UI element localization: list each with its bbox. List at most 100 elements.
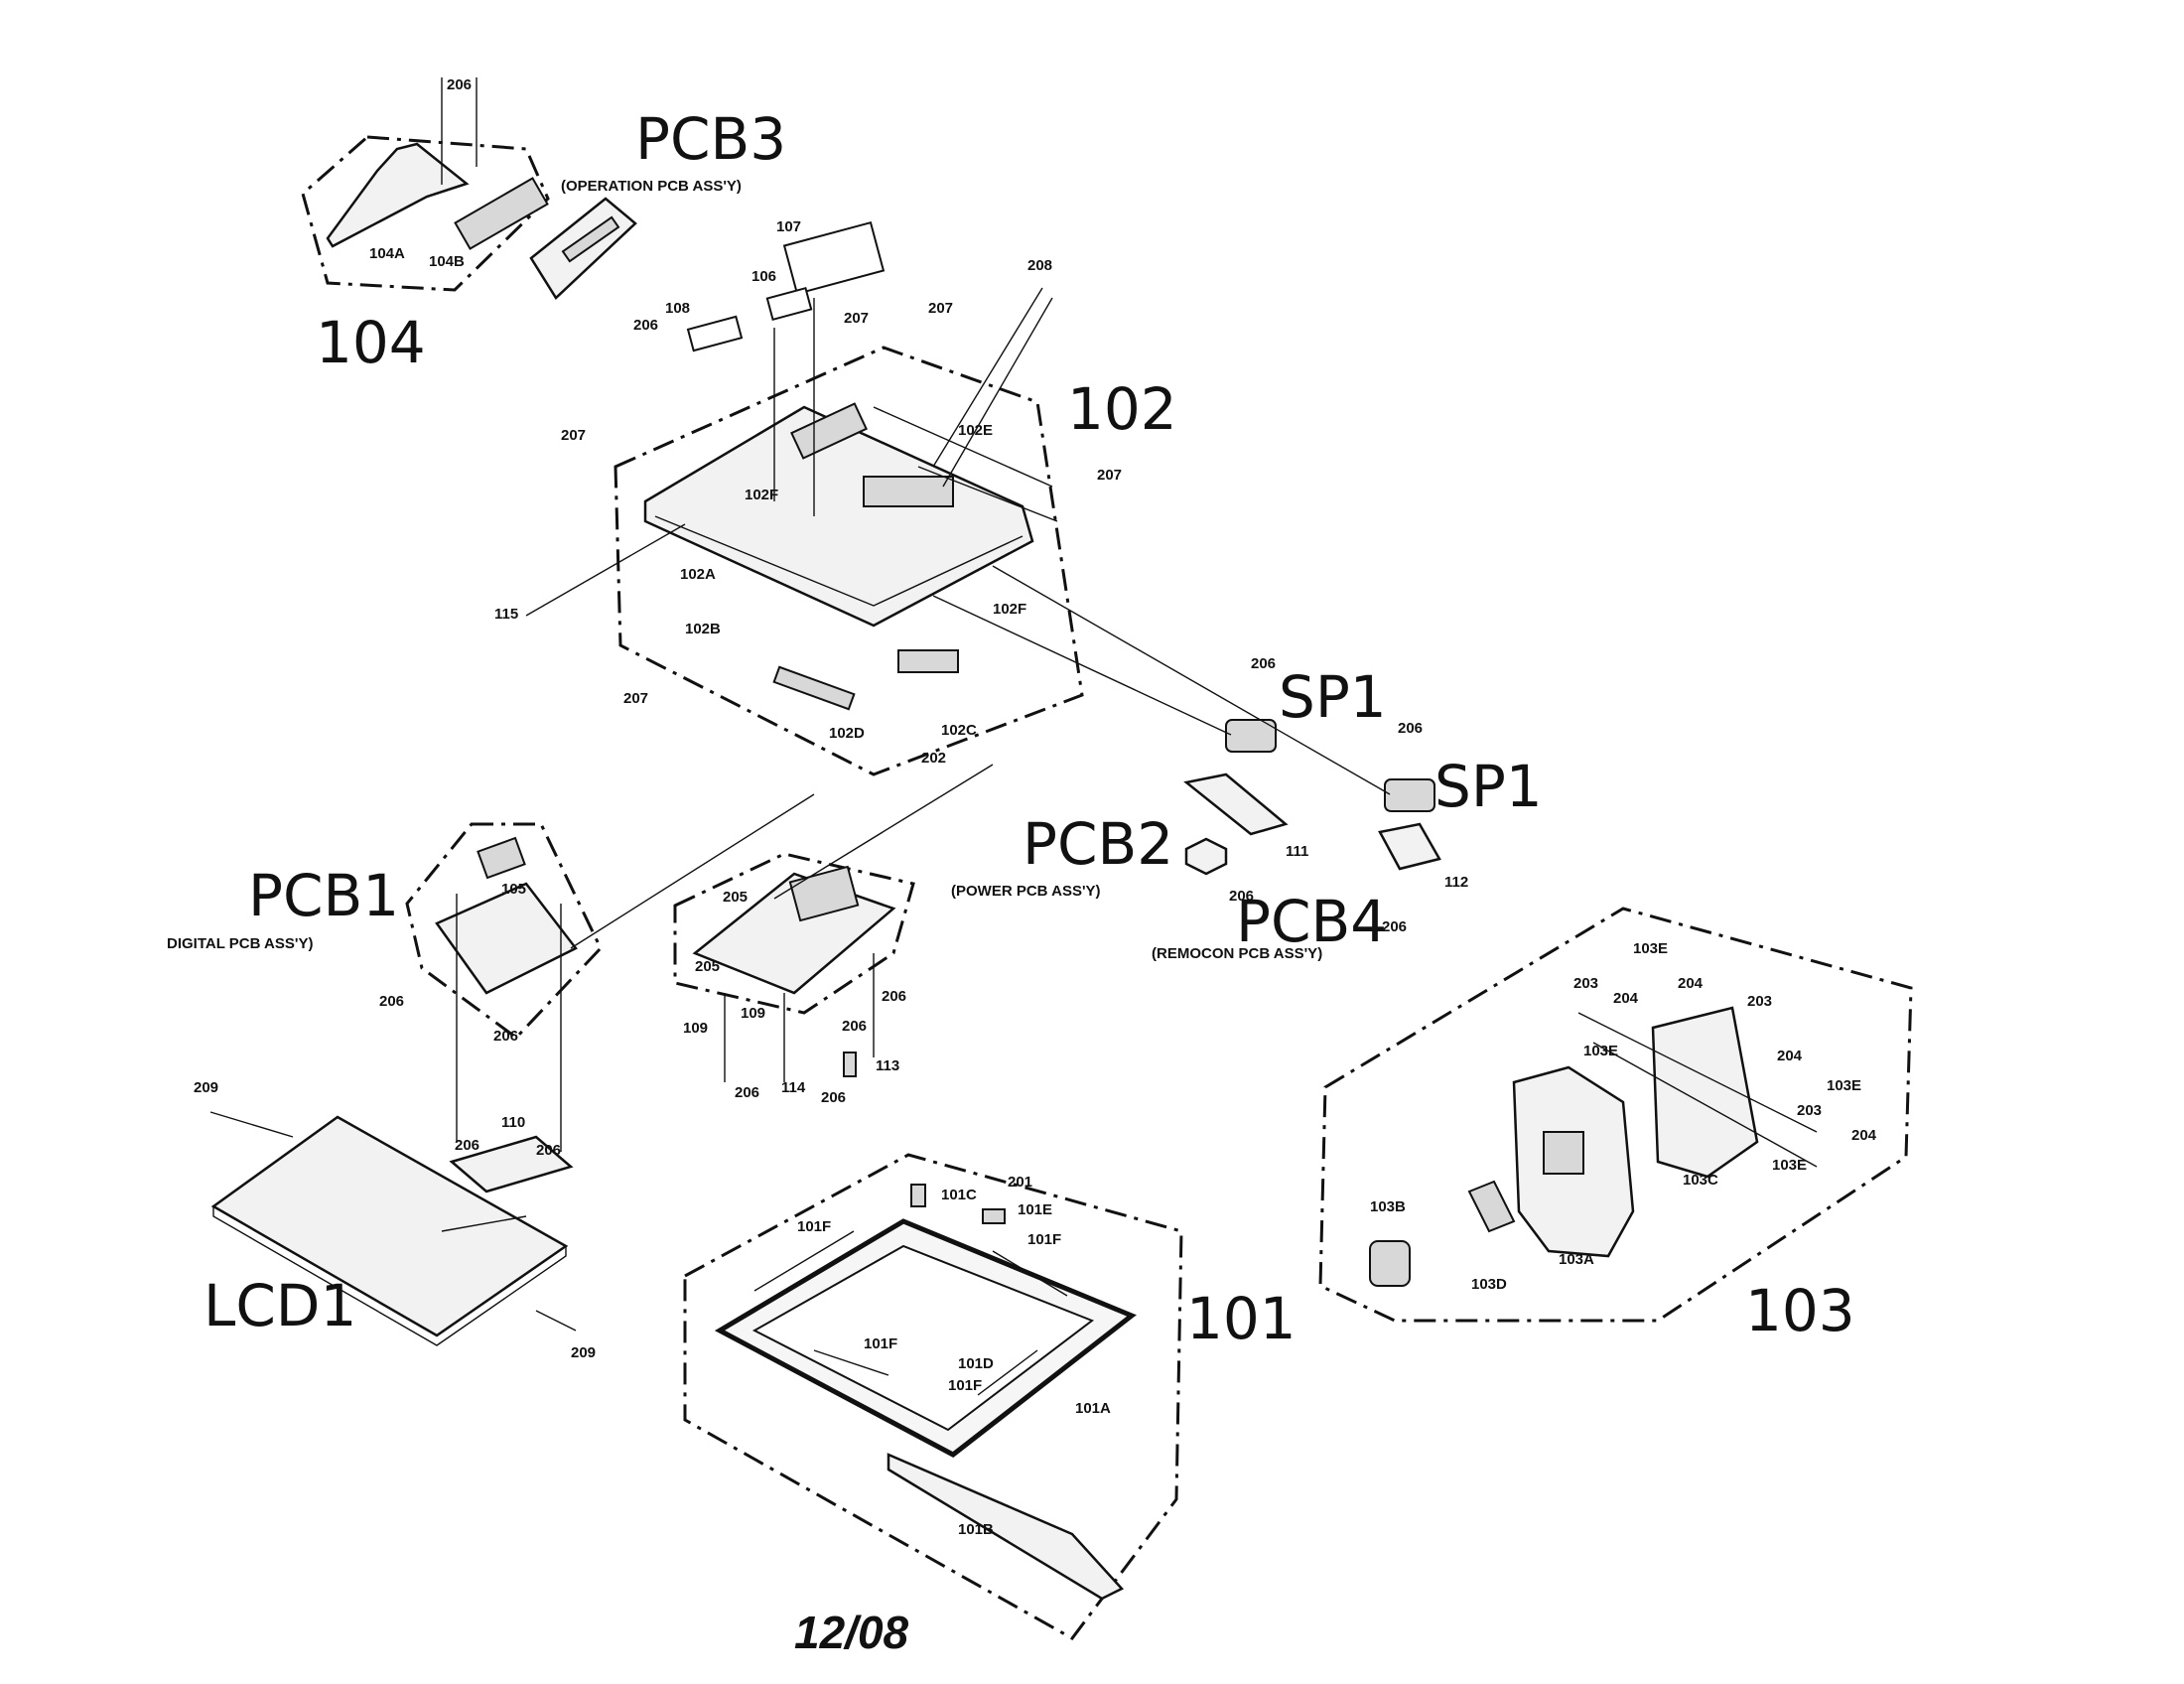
part-label-203: 203	[1573, 975, 1598, 992]
part-label-206: 206	[447, 76, 472, 93]
part-label-205: 205	[723, 889, 748, 906]
part-label-103e: 103E	[1772, 1157, 1807, 1174]
part-label-207: 207	[928, 300, 953, 317]
leader-line	[1577, 1012, 1818, 1133]
part-105-shield	[477, 836, 526, 880]
part-102e-rod	[873, 406, 1053, 488]
part-112-holder	[1378, 822, 1441, 871]
part-label-115: 115	[494, 606, 518, 623]
part-102e-rod	[917, 466, 1058, 522]
part-label-104a: 104A	[369, 245, 405, 262]
pcb3-connector	[561, 215, 620, 263]
screw-line	[535, 1310, 577, 1332]
group-101-boundary	[683, 1153, 1183, 1640]
pcb1-description: DIGITAL PCB ASS'Y)	[167, 935, 313, 952]
part-label-110: 110	[501, 1114, 525, 1131]
part-label-102b: 102B	[685, 621, 721, 637]
part-label-206: 206	[821, 1089, 846, 1106]
part-label-203: 203	[1797, 1102, 1822, 1119]
part-102d-bracket	[772, 665, 856, 711]
part-110-board	[449, 1135, 574, 1193]
part-label-103b: 103B	[1370, 1198, 1406, 1215]
part-label-102e: 102E	[958, 422, 993, 439]
part-101e-button	[982, 1208, 1006, 1224]
part-label-103c: 103C	[1683, 1172, 1718, 1189]
group-104: 206 104A 104B 104	[301, 76, 550, 376]
group-102: 107 106 108 207 207 208 207 102E 207 102…	[494, 218, 1177, 776]
part-label-101f: 101F	[864, 1335, 897, 1352]
part-101f-strip	[977, 1349, 1038, 1396]
pcb1-assembly: PCB1 DIGITAL PCB ASS'Y) 105 206 206 110 …	[167, 793, 815, 1193]
leader-line	[773, 764, 994, 900]
part-label-103a: 103A	[1559, 1251, 1594, 1268]
part-label-202: 202	[921, 750, 946, 767]
part-label-102a: 102A	[680, 566, 716, 583]
group-label-pcb2: PCB2	[1023, 810, 1173, 878]
part-label-107: 107	[776, 218, 801, 235]
part-label-206: 206	[735, 1084, 759, 1101]
part-label-106: 106	[751, 268, 776, 285]
group-label-102: 102	[1067, 375, 1177, 443]
part-label-206: 206	[455, 1137, 479, 1154]
lcd1-edge	[212, 1206, 567, 1346]
part-103c-cover	[1651, 1006, 1759, 1179]
part-label-114: 114	[781, 1079, 806, 1096]
part-label-207: 207	[561, 427, 586, 444]
lcd1-cable	[441, 1215, 527, 1232]
part-104b-button-strip	[454, 177, 549, 250]
part-pcb4-board	[1184, 837, 1228, 876]
part-label-105: 105	[501, 881, 526, 898]
date-code: 12/08	[794, 1607, 909, 1658]
part-103d-bracket	[1467, 1180, 1516, 1233]
screw-line	[209, 1111, 294, 1138]
group-label-sp1: SP1	[1434, 753, 1543, 820]
part-101b-strip	[887, 1453, 1125, 1601]
part-label-112: 112	[1444, 874, 1468, 891]
part-label-206: 206	[633, 317, 658, 334]
part-label-209: 209	[194, 1079, 218, 1096]
pcb2-boundary	[673, 852, 915, 1015]
part-label-109: 109	[683, 1020, 708, 1037]
part-106-label	[765, 286, 813, 322]
part-label-101f: 101F	[948, 1377, 982, 1394]
part-label-206: 206	[882, 988, 906, 1005]
housing-edge	[654, 515, 1024, 607]
group-101: 101C 201 101E 101F 101F 101F 101D 101F 1…	[683, 1153, 1297, 1640]
part-label-206: 206	[536, 1142, 561, 1159]
group-label-104: 104	[316, 309, 426, 376]
part-107-label-sheet	[782, 220, 886, 296]
group-label-sp1: SP1	[1279, 663, 1387, 731]
pcb2-description: (POWER PCB ASS'Y)	[951, 883, 1101, 900]
group-label-103: 103	[1745, 1277, 1855, 1344]
part-101f-strip	[753, 1230, 855, 1292]
speaker-sp1-b	[1384, 778, 1435, 812]
group-104-boundary	[301, 135, 550, 292]
lcd1-panel: 209 209 LCD1	[194, 1079, 596, 1361]
part-label-101f: 101F	[1027, 1231, 1061, 1248]
housing-connector-block	[863, 476, 954, 507]
part-111-holder	[1183, 772, 1289, 836]
part-label-108: 108	[665, 300, 690, 317]
part-label-206: 206	[1398, 720, 1423, 737]
part-label-101e: 101E	[1018, 1201, 1052, 1218]
part-label-206: 206	[379, 993, 404, 1010]
part-label-101d: 101D	[958, 1355, 994, 1372]
part-label-208: 208	[1027, 257, 1052, 274]
part-label-102f: 102F	[993, 601, 1026, 618]
part-101f-strip	[813, 1349, 889, 1376]
part-102a-housing	[643, 405, 1034, 628]
part-label-207: 207	[623, 690, 648, 707]
pcb1-board	[435, 882, 578, 995]
part-label-203: 203	[1747, 993, 1772, 1010]
part-label-101a: 101A	[1075, 1400, 1111, 1417]
part-label-113: 113	[876, 1057, 899, 1074]
group-label-lcd1: LCD1	[204, 1272, 356, 1339]
pcb3-assembly: PCB3 (OPERATION PCB ASS'Y) 206	[529, 105, 786, 334]
leader-line	[570, 793, 815, 949]
part-label-206: 206	[1229, 888, 1254, 905]
part-label-104b: 104B	[429, 253, 465, 270]
part-label-207: 207	[1097, 467, 1122, 484]
part-label-103e: 103E	[1633, 940, 1668, 957]
part-108-label	[686, 315, 744, 352]
